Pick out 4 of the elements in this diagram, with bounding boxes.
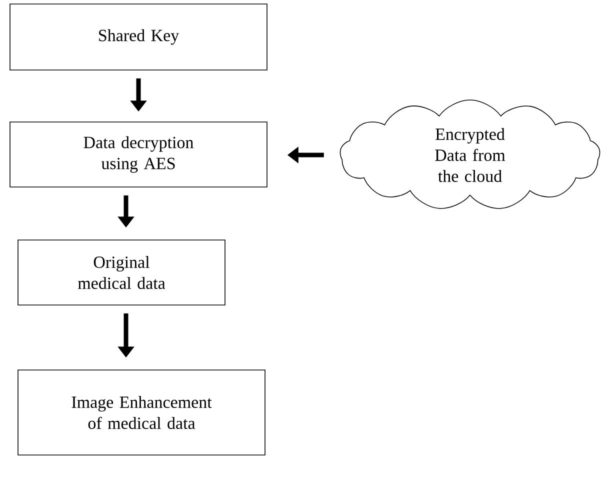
process-box: Shared Key <box>10 4 268 70</box>
process-box: Data decryption using AES <box>10 122 268 188</box>
process-box: Original medical data <box>18 240 226 306</box>
process-box: Image Enhancement of medical data <box>18 370 266 456</box>
